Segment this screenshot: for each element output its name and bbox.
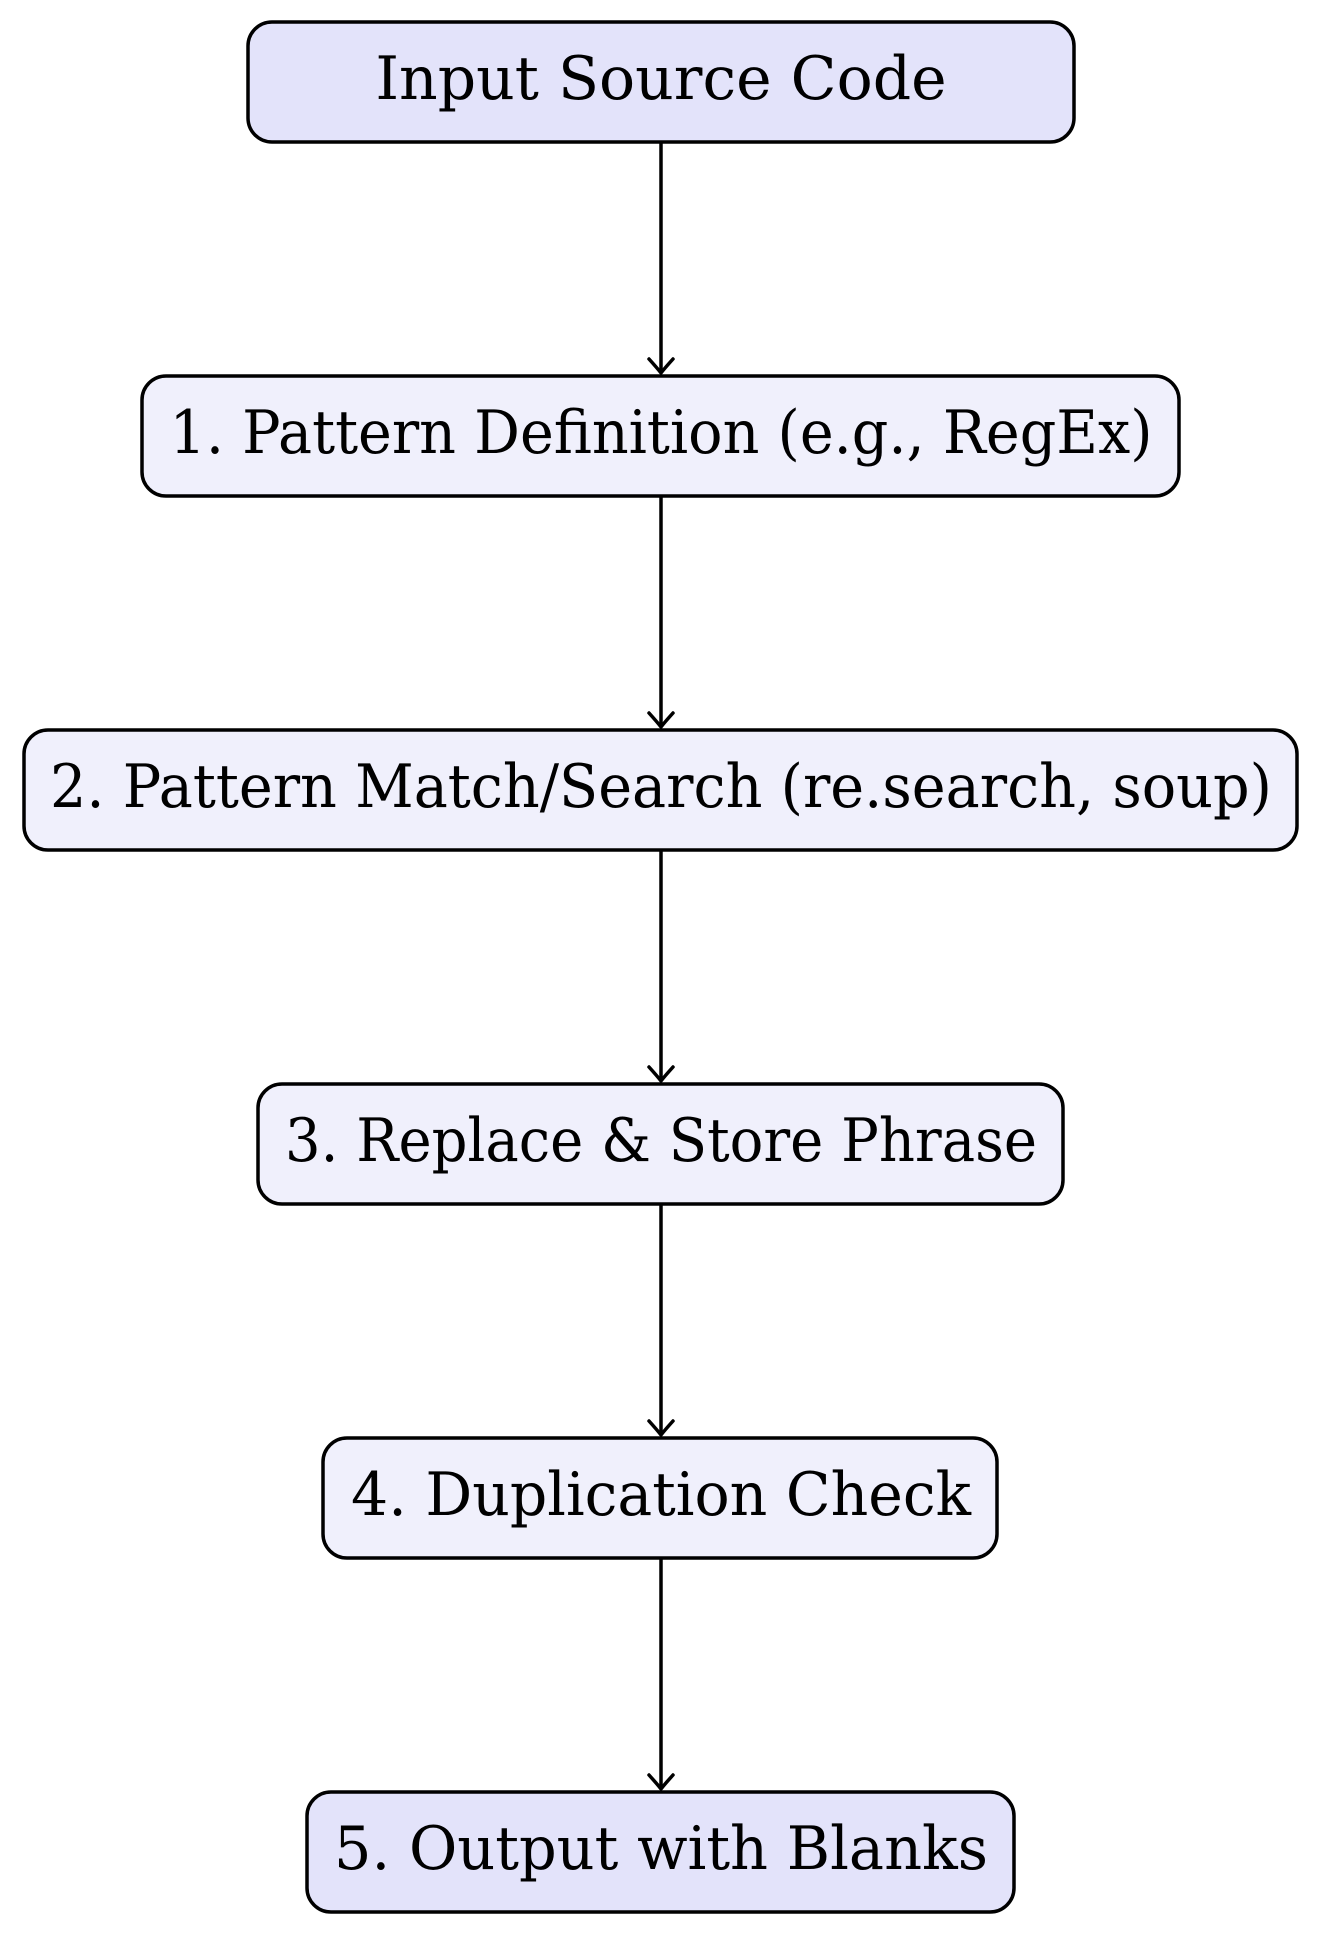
node-pattern-match-search: 2. Pattern Match/Search (re.search, soup…: [22, 728, 1299, 852]
node-output-with-blanks: 5. Output with Blanks: [305, 1790, 1016, 1914]
node-step2-box: [22, 728, 1299, 852]
arrowhead-step2-to-step3: [647, 1065, 675, 1083]
node-step1-label: 1. Pattern Definition (e.g., RegEx): [170, 398, 1153, 468]
arrowhead-step1-to-step2: [647, 711, 675, 729]
node-step3-label: 3. Replace & Store Phrase: [285, 1106, 1037, 1176]
edges: [647, 142, 675, 1791]
node-step4-label: 4. Duplication Check: [351, 1460, 972, 1530]
node-duplication-check: 4. Duplication Check: [321, 1436, 999, 1560]
node-step3-box: [256, 1082, 1065, 1206]
node-input-source-code: Input Source Code: [246, 20, 1076, 144]
arrowhead-step3-to-step4: [647, 1419, 675, 1437]
arrowhead-step4-to-output: [647, 1773, 675, 1791]
node-step4-box: [321, 1436, 999, 1560]
node-pattern-definition: 1. Pattern Definition (e.g., RegEx): [140, 374, 1181, 498]
arrowhead-input-to-step1: [647, 357, 675, 375]
node-step1-box: [140, 374, 1181, 498]
node-input-box: [246, 20, 1076, 144]
node-output-label: 5. Output with Blanks: [334, 1814, 988, 1884]
node-replace-store-phrase: 3. Replace & Store Phrase: [256, 1082, 1065, 1206]
node-step2-label: 2. Pattern Match/Search (re.search, soup…: [50, 752, 1272, 822]
node-input-label: Input Source Code: [375, 44, 946, 114]
node-output-box: [305, 1790, 1016, 1914]
